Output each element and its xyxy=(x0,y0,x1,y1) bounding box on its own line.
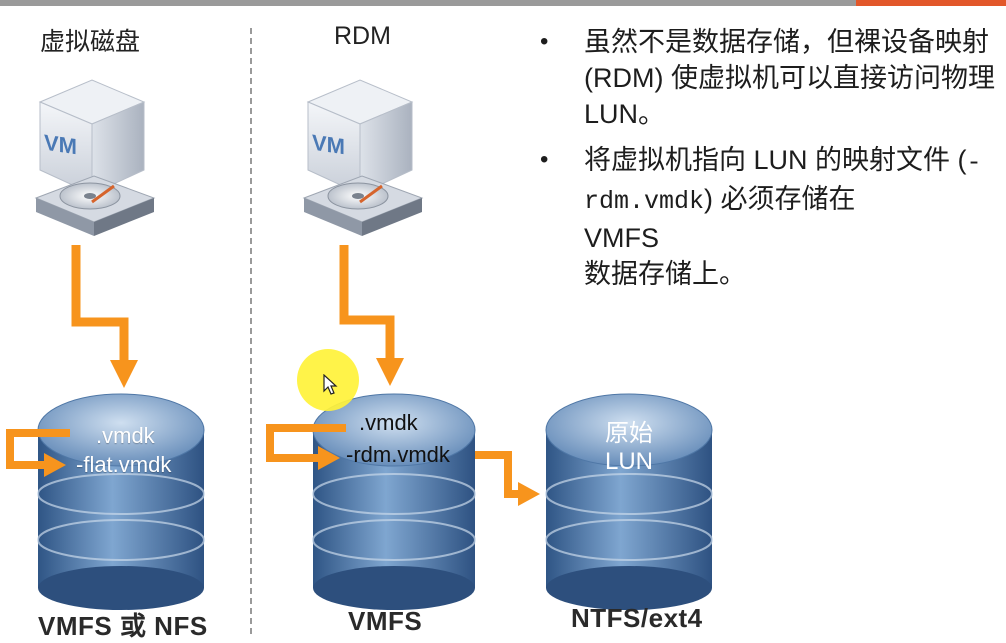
arrow-connector xyxy=(475,451,520,498)
raw-lun-label: 原始 LUN xyxy=(596,420,662,476)
bullet-dot: • xyxy=(540,146,549,173)
vm-box-icon: VM xyxy=(306,79,414,195)
bullet-text: 虽然不是数据存储，但裸设备映射 (RDM) 使虚拟机可以直接访问物理 LUN。 xyxy=(584,27,995,129)
arrow-connector xyxy=(266,424,346,462)
bullet-text: VMFS xyxy=(584,223,660,253)
raw-lun-line-2: LUN xyxy=(604,448,653,475)
arrow-head xyxy=(318,446,340,470)
arrow-head xyxy=(376,358,404,386)
rdm-mapping-file-label: -rdm.vmdk xyxy=(346,442,450,467)
bullet-item: • 虽然不是数据存储，但裸设备映射 (RDM) 使虚拟机可以直接访问物理 LUN… xyxy=(538,24,1003,132)
column-divider xyxy=(250,28,252,634)
bullet-code: -rdm.vmdk xyxy=(584,148,982,216)
vmfs-label: VMFS xyxy=(348,606,423,636)
vmdk-file-label: .vmdk xyxy=(96,423,155,448)
vm-box-icon: VM xyxy=(38,79,146,195)
bullet-item: • 将虚拟机指向 LUN 的映射文件 (-rdm.vmdk) 必须存储在 VMF… xyxy=(538,142,1003,292)
rdm-title: RDM xyxy=(334,22,391,50)
rdm-vmdk-descriptor-label: .vmdk xyxy=(359,410,418,435)
arrow-connector xyxy=(6,429,70,469)
svg-text:VM: VM xyxy=(312,130,345,160)
hard-disk-icon xyxy=(34,175,156,236)
raw-lun-line-1: 原始 xyxy=(605,420,653,447)
datastore-cylinder-icon xyxy=(545,393,713,610)
top-bar xyxy=(0,0,1006,6)
mouse-pointer-icon xyxy=(323,374,338,395)
bullet-text: 数据存储上。 xyxy=(584,259,746,289)
arrow-head xyxy=(518,482,540,506)
bullet-list: • 虽然不是数据存储，但裸设备映射 (RDM) 使虚拟机可以直接访问物理 LUN… xyxy=(538,24,1003,302)
bullet-text: 将虚拟机指向 LUN 的映射文件 ( xyxy=(584,145,967,175)
ntfs-ext4-label: NTFS/ext4 xyxy=(571,603,703,633)
datastore-cylinder-icon xyxy=(312,393,476,610)
arrow-head xyxy=(44,453,66,477)
arrow-connector xyxy=(339,245,395,358)
top-bar-accent xyxy=(856,0,1006,6)
svg-text:VM: VM xyxy=(44,130,77,160)
virtual-disk-title: 虚拟磁盘 xyxy=(40,28,141,56)
bullet-text: ) 必须存储在 xyxy=(704,184,856,214)
bullet-dot: • xyxy=(540,28,549,55)
arrow-connector xyxy=(71,245,129,360)
vmfs-or-nfs-label: VMFS 或 NFS xyxy=(38,611,208,641)
arrow-head xyxy=(110,360,138,388)
datastore-cylinder-icon xyxy=(37,393,205,610)
hard-disk-icon xyxy=(302,175,424,236)
flat-vmdk-file-label: -flat.vmdk xyxy=(76,452,172,477)
